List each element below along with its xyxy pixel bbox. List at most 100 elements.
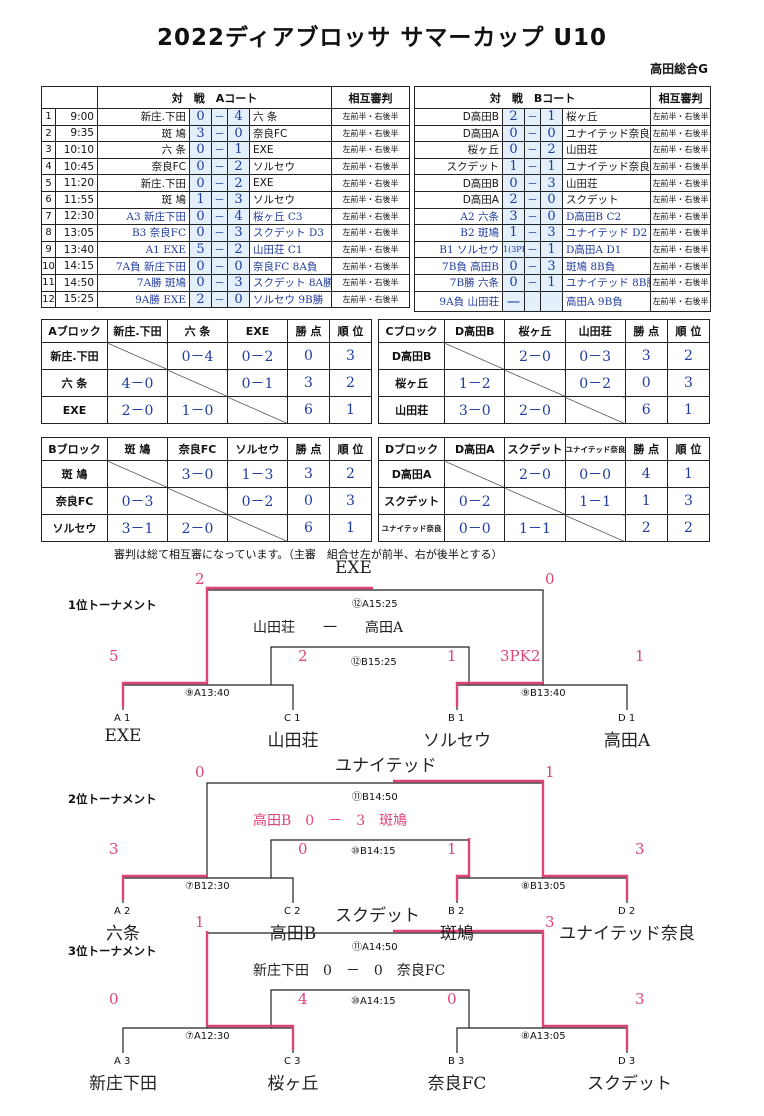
team-right: D高田A D1: [561, 240, 652, 259]
points-value: 6: [287, 514, 330, 542]
score-left: 3: [502, 207, 525, 226]
match-time: 9:35: [55, 124, 98, 143]
block-team-header: スクデット: [504, 437, 566, 461]
block-team-header: 斑 鳩: [107, 437, 168, 461]
points-value: 2: [624, 514, 668, 542]
match-result: 3－1: [107, 514, 168, 542]
seed-code: B 1: [448, 713, 465, 724]
block-name: Dブロック: [377, 437, 446, 461]
team-right: 奈良FC 8A負: [248, 257, 333, 275]
leaf-team-name: 奈良FC: [427, 1074, 487, 1094]
team-left: 7A負 新庄下田: [97, 257, 190, 275]
bracket-line: [393, 929, 629, 1050]
block-team-name: 奈良FC: [41, 487, 108, 515]
points-header: 勝 点: [287, 437, 330, 461]
match-time: 10:10: [55, 141, 98, 159]
team-left: B2 斑鳩: [414, 224, 503, 242]
team-left: 9A負 山田荘: [414, 290, 503, 312]
referee-rule: 左前半・右後半: [650, 290, 712, 312]
court-a-ref-header: 相互審判: [331, 86, 411, 109]
score-left: 0: [502, 124, 525, 143]
match-result: 2－0: [504, 460, 566, 488]
score-right: 1: [540, 157, 563, 176]
final-score-left: 0: [195, 763, 205, 781]
penalty-score: 3PK2: [500, 647, 541, 665]
tournament-label: 3位トーナメント: [68, 944, 157, 958]
team-right: 桜ヶ丘: [561, 108, 652, 126]
semi-left-match-id: ⑦B12:30: [185, 881, 230, 892]
block-team-header: D高田B: [444, 319, 506, 343]
final-score-left: 1: [195, 913, 205, 931]
rank-value: 2: [329, 369, 372, 397]
referee-rule: 左前半・右後半: [650, 124, 712, 143]
semi-score-1: 5: [109, 647, 119, 665]
team-right: ソルセウ 9B勝: [248, 290, 333, 309]
seed-code: A 1: [114, 713, 131, 724]
rank-value: 1: [666, 460, 711, 488]
leaf-team-name: スクデット: [587, 1074, 672, 1094]
self-cell: [504, 487, 566, 515]
final-score-right: 1: [545, 763, 555, 781]
score-dash: －: [524, 157, 541, 176]
seed-code: C 2: [284, 906, 301, 917]
leaf-team-name: 桜ヶ丘: [267, 1074, 319, 1094]
match-time: 15:25: [55, 290, 98, 309]
match-result: 0－1: [227, 369, 288, 397]
bracket-line: [455, 681, 543, 707]
block-team-header: ユナイテッド奈良: [564, 437, 626, 461]
leaf-team-name: ユナイテッド奈良: [559, 924, 695, 944]
team-right: スクデット 8A勝: [248, 273, 333, 292]
points-value: 3: [287, 369, 330, 397]
score-right: 1: [540, 273, 563, 292]
score-right: 3: [227, 224, 250, 242]
bracket-3: [122, 929, 629, 1053]
score-dash: －: [524, 174, 541, 192]
self-cell: [227, 514, 288, 542]
team-right: ユナイテッド奈良: [561, 124, 652, 143]
semi-left-match-id: ⑦A12:30: [185, 1031, 230, 1042]
leaf-team-name: 高田B: [269, 924, 317, 944]
score-right: 2: [227, 157, 250, 176]
score-right: [540, 290, 563, 312]
third-match-id: ⑫B15:25: [351, 657, 397, 668]
team-left: スクデット: [414, 157, 503, 176]
third-place-result: 新庄下田 0 － 0 奈良FC: [253, 963, 446, 979]
tournament-label: 2位トーナメント: [68, 792, 157, 806]
rank-value: 1: [666, 396, 711, 424]
team-left: 新庄.下田: [97, 108, 190, 126]
score-right: 4: [227, 108, 250, 126]
self-cell: [227, 396, 288, 424]
match-result: 0－0: [444, 514, 506, 542]
leaf-team-name: 高田A: [603, 731, 651, 751]
score-dash: －: [524, 124, 541, 143]
rank-value: 1: [329, 514, 372, 542]
score-left: 0: [189, 273, 212, 292]
score-right: 3: [540, 174, 563, 192]
team-right: EXE: [248, 141, 333, 159]
score-left: 2: [189, 290, 212, 309]
score-right: 1: [540, 108, 563, 126]
match-result: 1－2: [444, 369, 506, 397]
final-match-id: ⑫A15:25: [352, 599, 398, 610]
semi-score-2: 4: [298, 990, 308, 1008]
score-left: 0: [502, 174, 525, 192]
semi-left-match-id: ⑨A13:40: [185, 688, 230, 699]
bracket-line: [270, 989, 470, 1028]
rank-value: 3: [666, 487, 711, 515]
